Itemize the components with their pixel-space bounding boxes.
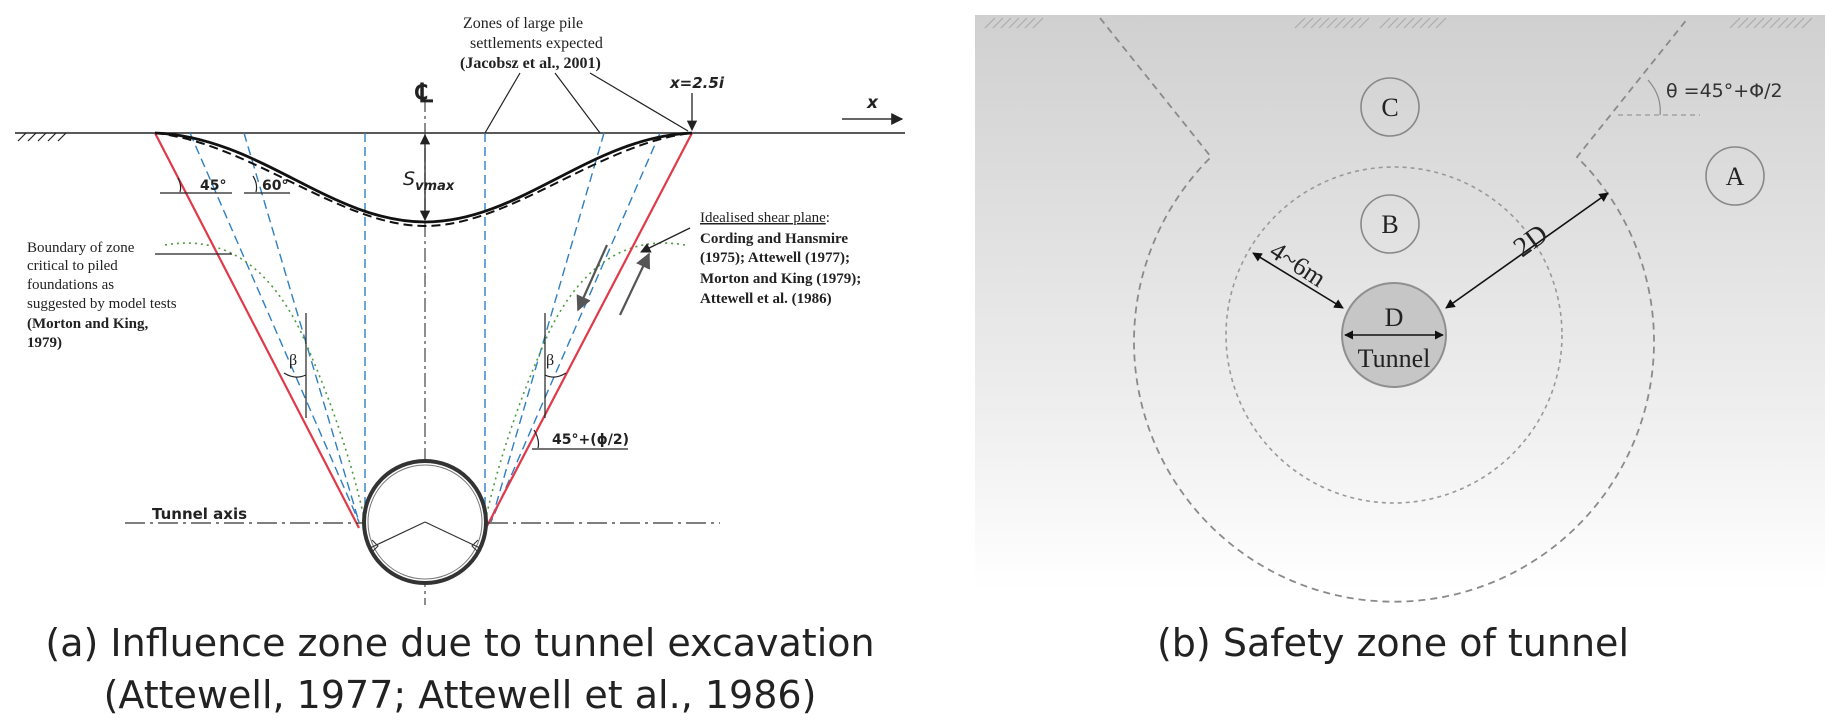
shear-ref-line2: (1975); Attewell (1977); [700,250,850,266]
theta-label: θ =45°+Φ/2 [1666,80,1783,102]
settlement-trough-solid [154,131,693,224]
x-axis-label: x [866,93,879,113]
zone-b-marker [1360,194,1420,254]
zones-label-line1: Zones of large pile [463,15,583,32]
dimension-2d-arrow [1445,192,1609,309]
beta-right-label: β [546,352,554,369]
shear-plane-title: Idealised shear plane: [700,210,830,226]
phi-angle-label: 45°+(ϕ/2) [552,432,629,448]
right-panel-safety-zone: D Tunnel C B A θ =45°+Φ/2 2D 4~6m (b) Sa… [975,15,1825,665]
tunnel-axis-label: Tunnel axis [152,505,247,523]
phi-angle-arc [533,429,540,449]
right-caption: (b) Safety zone of tunnel [1157,621,1629,665]
shear-ref-line1: Cording and Hansmire [700,231,848,247]
zone-a-label: A [1726,162,1745,191]
ground-hatch-icon [17,132,67,142]
svmax-label: Svmax [403,168,455,194]
zone-c-marker [1360,77,1420,137]
tunnel-label: Tunnel [1358,344,1431,373]
beta-left-arc [283,372,307,378]
beta-left-label: β [289,352,297,369]
shear-plane-title-text: Idealised shear plane [700,210,826,226]
angle-45-label: 45° [200,178,226,194]
beta-right-arc [544,372,567,378]
left-caption-line2: (Attewell, 1977; Attewell et al., 1986) [104,673,817,717]
shear-ref-line3: Morton and King (1979); [700,271,861,287]
shear-arrow-up [619,252,651,316]
right-ground-hatch-icon [984,17,1813,29]
boundary-ref-line2: 1979) [27,335,62,351]
boundary-label-line3: foundations as [27,277,114,293]
zone-a-marker [1705,146,1765,206]
blue-influence-lines [189,132,661,523]
zone-c-label: C [1381,93,1398,122]
right-angle-marks [371,539,479,553]
dimension-4-6m-arrow [1252,252,1344,309]
angle-60-label: 60° [262,178,288,194]
zones-leader-lines [484,72,689,134]
shear-arrow-down [576,244,609,312]
shear-plane-leader [640,227,691,253]
shear-ref-line4: Attewell et al. (1986) [700,291,832,307]
tunnel-circle-inner [367,464,483,580]
boundary-label-line2: critical to piled [27,258,118,274]
left-caption-line1: (a) Influence zone due to tunnel excavat… [45,621,874,665]
angle-60-arc [252,175,258,193]
red-failure-wedge [154,132,693,529]
outer-zone-boundary [1099,17,1689,603]
boundary-label-line4: suggested by model tests [27,296,177,312]
theta-arc [1647,79,1661,116]
inner-zone-circle [1225,166,1563,504]
boundary-label-line1: Boundary of zone [27,240,135,256]
x-extent-label: x=2.5i [669,74,725,92]
zones-label-ref: (Jacobsz et al., 2001) [460,55,601,72]
left-panel-influence-zone: ℄ x x=2.5i Svmax [15,15,905,717]
shear-plane-colon: : [826,210,830,226]
angle-45-arc [177,177,182,193]
zone-d-label: D [1385,303,1404,332]
tunnel-radius-lines [369,521,481,549]
zone-b-label: B [1381,210,1398,239]
svmax-subscript: vmax [415,179,455,194]
centerline-symbol: ℄ [415,79,434,108]
boundary-ref-line1: (Morton and King, [27,316,149,332]
svmax-main: S [403,168,415,190]
settlement-trough-dashed [154,132,693,228]
zones-label-line2: settlements expected [470,35,603,52]
